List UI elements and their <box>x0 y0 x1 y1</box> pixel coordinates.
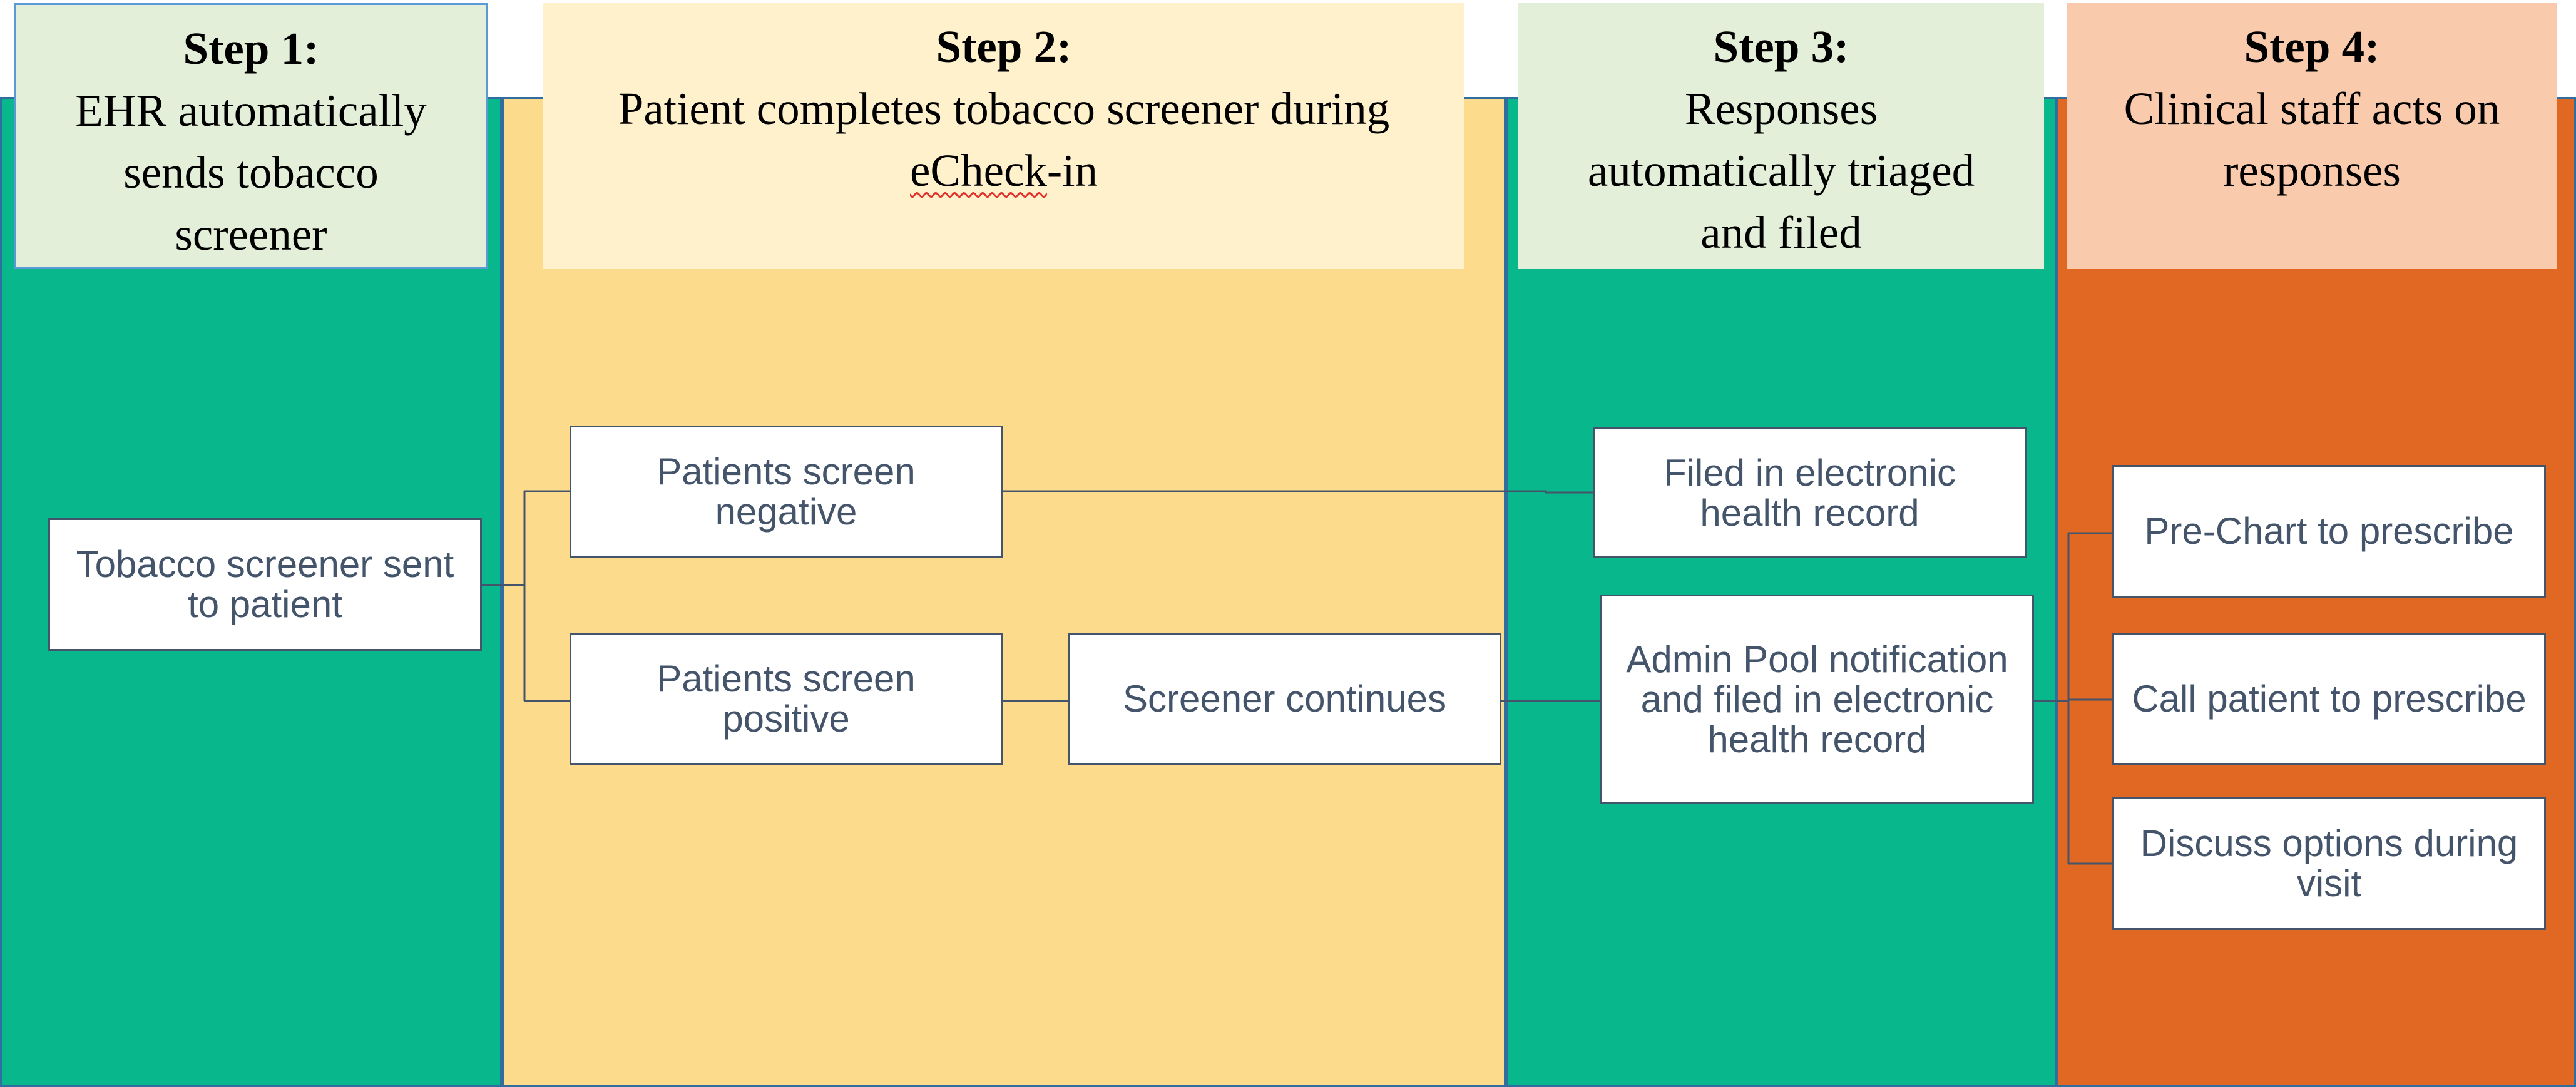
step2-title: Step 2: <box>936 21 1072 72</box>
screen-positive-line1: Patients screen <box>657 658 916 700</box>
screener-continues-box: Screener continues <box>1068 633 1501 765</box>
screener-continues-line1: Screener continues <box>1123 678 1446 720</box>
step3-desc-line1: Responses <box>1684 83 1878 134</box>
step3-header: Step 3: Responses automatically triaged … <box>1518 3 2044 269</box>
step2-desc-suffix: -in <box>1046 145 1098 196</box>
screen-positive-line2: positive <box>722 698 850 740</box>
step2-desc-line1: Patient completes tobacco screener durin… <box>618 83 1390 134</box>
discuss-options-line1: Discuss options during <box>2140 822 2518 864</box>
screen-negative-line2: negative <box>715 491 857 533</box>
step3-desc-line2: automatically triaged <box>1587 145 1975 196</box>
step4-header: Step 4: Clinical staff acts on responses <box>2067 3 2557 269</box>
step4-desc-line2: responses <box>2223 145 2401 196</box>
admin-pool-line2: and filed in electronic <box>1640 678 1994 720</box>
spellcheck-flagged-word: eCheck <box>910 145 1047 196</box>
admin-pool-line3: health record <box>1707 718 1927 760</box>
call-patient-line1: Call patient to prescribe <box>2132 678 2527 720</box>
step1-desc-line1: EHR automatically <box>75 85 427 136</box>
filed-ehr-line1: Filed in electronic <box>1664 451 1956 494</box>
step2-header: Step 2: Patient completes tobacco screen… <box>543 3 1464 269</box>
admin-pool-line1: Admin Pool notification <box>1626 638 2008 680</box>
filed-ehr-line2: health record <box>1700 491 1919 534</box>
screen-positive-box: Patients screen positive <box>570 633 1003 765</box>
step1-title: Step 1: <box>183 23 319 74</box>
filed-ehr-box: Filed in electronic health record <box>1593 427 2027 558</box>
screener-sent-line2: to patient <box>188 583 342 625</box>
screen-negative-line1: Patients screen <box>657 451 916 492</box>
pre-chart-line1: Pre-Chart to prescribe <box>2144 510 2514 552</box>
step2-desc-line2: eCheck-in <box>910 140 1098 202</box>
screener-sent-line1: Tobacco screener sent <box>76 543 454 585</box>
step3-title: Step 3: <box>1713 21 1849 72</box>
discuss-options-box: Discuss options during visit <box>2112 797 2546 930</box>
step3-desc-line3: and filed <box>1700 207 1862 258</box>
screen-negative-box: Patients screen negative <box>570 426 1003 558</box>
screener-sent-box: Tobacco screener sent to patient <box>48 518 482 651</box>
call-patient-box: Call patient to prescribe <box>2112 633 2546 765</box>
step1-header: Step 1: EHR automatically sends tobacco … <box>14 3 488 269</box>
pre-chart-box: Pre-Chart to prescribe <box>2112 465 2546 598</box>
step4-title: Step 4: <box>2244 21 2380 72</box>
discuss-options-line2: visit <box>2296 862 2362 904</box>
step1-desc-line3: screener <box>175 209 327 260</box>
step1-desc-line2: sends tobacco <box>123 147 379 198</box>
admin-pool-box: Admin Pool notification and filed in ele… <box>1600 595 2034 804</box>
step4-desc-line1: Clinical staff acts on <box>2124 83 2500 134</box>
